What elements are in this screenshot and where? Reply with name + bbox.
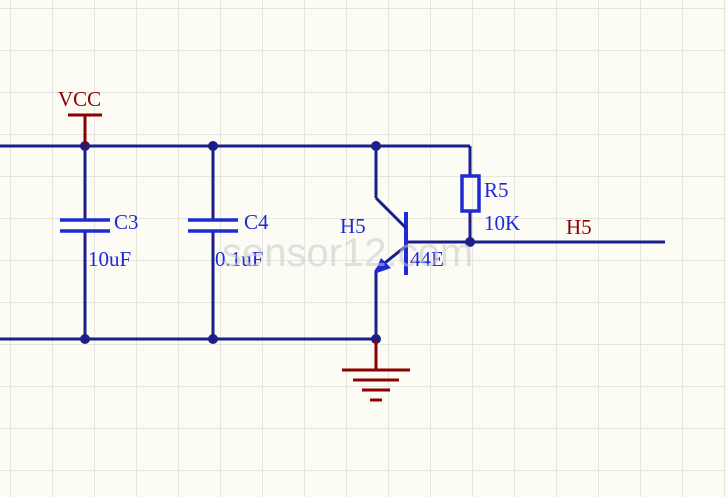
junction-dot [208, 334, 218, 344]
c4-designator: C4 [244, 210, 269, 234]
r5-value: 10K [484, 211, 520, 235]
net-label-h5: H5 [566, 215, 592, 239]
transistor-designator: H5 [340, 214, 366, 238]
r5-designator: R5 [484, 178, 509, 202]
junction-dot [208, 141, 218, 151]
c3-value: 10uF [88, 247, 131, 271]
capacitor-c4-symbol [188, 218, 238, 233]
c4-value: 0.1uF [215, 247, 263, 271]
vcc-label: VCC [58, 87, 101, 111]
resistor-r5-symbol [460, 174, 481, 213]
junction-dot [465, 237, 475, 247]
junction-dot [371, 141, 381, 151]
vcc-power-symbol [68, 113, 102, 146]
watermark: sensor12.com [222, 231, 473, 275]
junction-dot [80, 334, 90, 344]
transistor-part: 44E [410, 247, 444, 271]
ground-symbol [342, 339, 410, 402]
c3-designator: C3 [114, 210, 139, 234]
wires [0, 144, 665, 341]
transistor-h5-symbol [374, 196, 408, 275]
capacitor-c3-symbol [60, 218, 110, 233]
